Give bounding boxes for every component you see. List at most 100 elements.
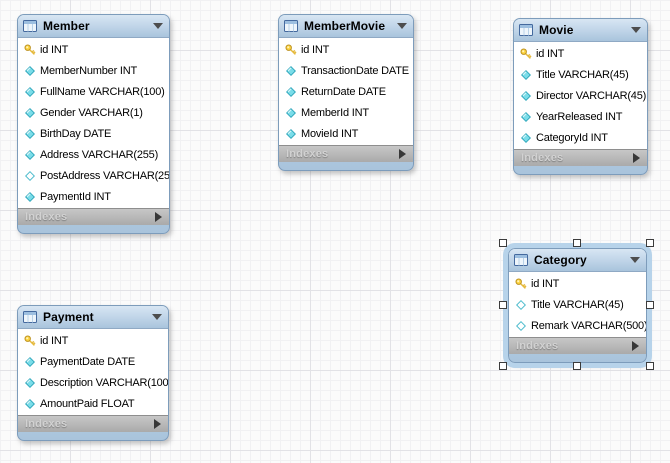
column-row-amountpaid[interactable]: AmountPaid FLOAT — [18, 393, 168, 414]
primary-key-icon — [514, 278, 527, 290]
table-grid-icon — [23, 20, 37, 32]
diamond-filled-icon — [519, 69, 532, 80]
column-row-id[interactable]: id INT — [18, 330, 168, 351]
selection-handle[interactable] — [499, 300, 507, 309]
selection-handle[interactable] — [646, 239, 654, 247]
column-row-memberid[interactable]: MemberId INT — [279, 102, 413, 123]
table-title: MemberMovie — [304, 19, 386, 33]
column-label: Address VARCHAR(255) — [40, 148, 159, 161]
diamond-filled-icon — [23, 398, 36, 409]
column-label: BirthDay DATE — [40, 127, 112, 140]
diamond-filled-icon — [519, 111, 532, 122]
diamond-hollow-icon — [514, 299, 527, 310]
column-row-id[interactable]: id INT — [509, 273, 646, 294]
indexes-bar[interactable]: Indexes — [18, 209, 169, 225]
column-row-title[interactable]: Title VARCHAR(45) — [509, 294, 646, 315]
table-header[interactable]: Payment — [18, 306, 168, 328]
column-row-birthday[interactable]: BirthDay DATE — [18, 123, 169, 144]
indexes-bar[interactable]: Indexes — [279, 146, 413, 162]
diamond-filled-icon — [23, 149, 36, 160]
collapse-triangle-icon[interactable] — [397, 23, 407, 29]
expand-triangle-icon[interactable] — [154, 419, 161, 429]
diamond-filled-icon — [284, 107, 297, 118]
column-label: ReturnDate DATE — [301, 85, 386, 98]
indexes-bar[interactable]: Indexes — [514, 150, 647, 166]
table-movie[interactable]: Movie id INT Title VARCHAR(45) Director VA… — [513, 18, 648, 175]
column-label: AmountPaid FLOAT — [40, 397, 135, 410]
table-payment[interactable]: Payment id INT PaymentDate DATE Descriptio… — [17, 305, 169, 441]
column-label: PostAddress VARCHAR(255) — [40, 169, 169, 182]
indexes-bar[interactable]: Indexes — [18, 416, 168, 432]
table-membermovie[interactable]: MemberMovie id INT TransactionDate DATE Re… — [278, 14, 414, 171]
column-row-title[interactable]: Title VARCHAR(45) — [514, 64, 647, 85]
column-label: id INT — [301, 43, 330, 56]
table-columns-list: id INT Title VARCHAR(45) Director VARCHAR(… — [514, 41, 647, 150]
diamond-filled-icon — [23, 86, 36, 97]
table-columns-list: id INT TransactionDate DATE ReturnDate DAT… — [279, 37, 413, 146]
table-bottom-strip — [18, 432, 168, 440]
selection-handle[interactable] — [646, 300, 654, 309]
indexes-label: Indexes — [25, 211, 68, 223]
collapse-triangle-icon[interactable] — [153, 23, 163, 29]
column-row-director[interactable]: Director VARCHAR(45) — [514, 85, 647, 106]
diamond-filled-icon — [284, 86, 297, 97]
column-row-gender[interactable]: Gender VARCHAR(1) — [18, 102, 169, 123]
column-row-transactiondate[interactable]: TransactionDate DATE — [279, 60, 413, 81]
table-member[interactable]: Member id INT MemberNumber INT FullName VA… — [17, 14, 170, 234]
column-row-remark[interactable]: Remark VARCHAR(500) — [509, 315, 646, 336]
column-label: PaymentDate DATE — [40, 355, 136, 368]
column-label: YearReleased INT — [536, 110, 623, 123]
column-row-fullname[interactable]: FullName VARCHAR(100) — [18, 81, 169, 102]
expand-triangle-icon[interactable] — [633, 153, 640, 163]
diamond-filled-icon — [23, 377, 36, 388]
column-row-id[interactable]: id INT — [279, 39, 413, 60]
column-label: Title VARCHAR(45) — [536, 68, 629, 81]
expand-triangle-icon[interactable] — [399, 149, 406, 159]
indexes-bar[interactable]: Indexes — [509, 338, 646, 354]
column-row-categoryid[interactable]: CategoryId INT — [514, 127, 647, 148]
table-header[interactable]: Category — [509, 249, 646, 271]
column-row-paymentdate[interactable]: PaymentDate DATE — [18, 351, 168, 372]
column-row-address[interactable]: Address VARCHAR(255) — [18, 144, 169, 165]
column-label: Title VARCHAR(45) — [531, 298, 624, 311]
column-row-postaddress[interactable]: PostAddress VARCHAR(255) — [18, 165, 169, 186]
selection-handle[interactable] — [499, 362, 507, 370]
table-columns-list: id INT MemberNumber INT FullName VARCHAR(1… — [18, 37, 169, 209]
column-label: MemberNumber INT — [40, 64, 138, 77]
selection-handle[interactable] — [646, 362, 654, 370]
column-row-membernumber[interactable]: MemberNumber INT — [18, 60, 169, 81]
table-category[interactable]: Category id INT Title VARCHAR(45) Remark V… — [503, 243, 652, 368]
column-row-movieid[interactable]: MovieId INT — [279, 123, 413, 144]
diamond-filled-icon — [284, 65, 297, 76]
expand-triangle-icon[interactable] — [155, 212, 162, 222]
collapse-triangle-icon[interactable] — [631, 27, 641, 33]
diamond-filled-icon — [519, 132, 532, 143]
column-label: id INT — [536, 47, 565, 60]
table-header[interactable]: Movie — [514, 19, 647, 41]
diamond-filled-icon — [23, 107, 36, 118]
column-row-id[interactable]: id INT — [514, 43, 647, 64]
collapse-triangle-icon[interactable] — [630, 257, 640, 263]
table-grid-icon — [519, 24, 533, 36]
expand-triangle-icon[interactable] — [632, 341, 639, 351]
diamond-filled-icon — [23, 65, 36, 76]
table-header[interactable]: Member — [18, 15, 169, 37]
diamond-filled-icon — [23, 356, 36, 367]
column-label: TransactionDate DATE — [301, 64, 409, 77]
column-label: MemberId INT — [301, 106, 369, 119]
primary-key-icon — [23, 44, 36, 56]
selection-handle[interactable] — [572, 239, 581, 247]
column-label: FullName VARCHAR(100) — [40, 85, 165, 98]
indexes-label: Indexes — [286, 148, 329, 160]
table-header[interactable]: MemberMovie — [279, 15, 413, 37]
column-row-id[interactable]: id INT — [18, 39, 169, 60]
selection-handle[interactable] — [499, 239, 507, 247]
column-row-description[interactable]: Description VARCHAR(100) — [18, 372, 168, 393]
table-columns-list: id INT PaymentDate DATE Description VARCHA… — [18, 328, 168, 416]
column-row-returndate[interactable]: ReturnDate DATE — [279, 81, 413, 102]
selection-handle[interactable] — [572, 362, 581, 370]
column-row-paymentid[interactable]: PaymentId INT — [18, 186, 169, 207]
collapse-triangle-icon[interactable] — [152, 314, 162, 320]
column-row-yearreleased[interactable]: YearReleased INT — [514, 106, 647, 127]
